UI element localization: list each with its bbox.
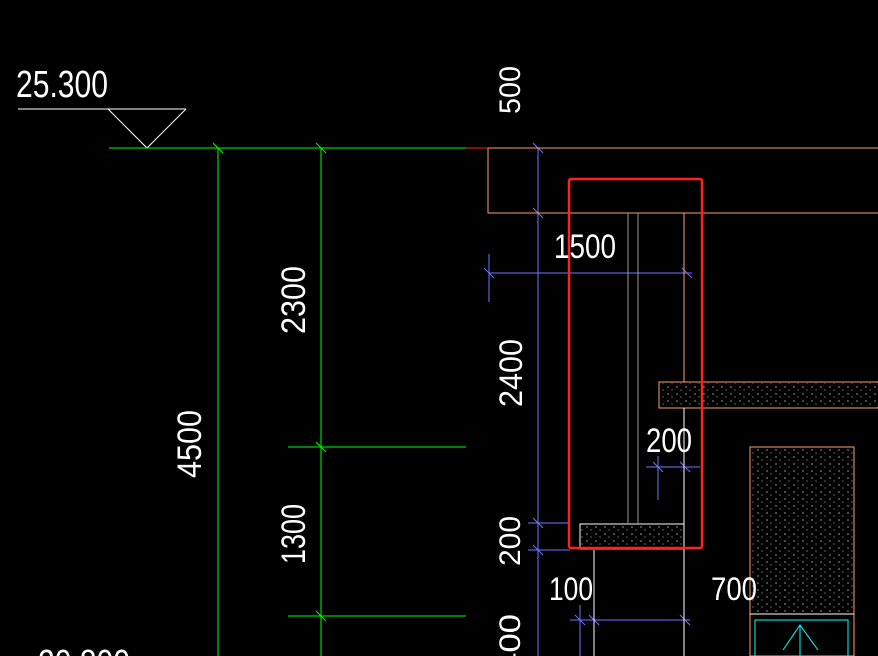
structure-outline [487, 147, 878, 656]
column-hatch [751, 448, 853, 614]
green-dimension-lines [212, 142, 466, 656]
elevation-bottom-label: 20.800 [38, 643, 130, 656]
dim-lower-label: 1300 [275, 504, 313, 564]
dim-wall-label: 200 [646, 422, 692, 460]
dim-slab-label: 200 [494, 516, 527, 566]
beam-hatch-right [660, 383, 878, 407]
dim-right-small-label: 700 [711, 571, 757, 607]
cyan-window-symbol [754, 619, 849, 656]
slab-hatch [579, 523, 685, 550]
dim-top-label: 500 [494, 66, 527, 114]
dim-upper-label: 2300 [275, 266, 313, 334]
wall-lines [593, 213, 854, 656]
elevation-marker-top [18, 108, 187, 149]
dim-left-small-label: 100 [549, 571, 593, 607]
dim-bottom-label: 400 [494, 614, 527, 656]
elevation-top-label: 25.300 [16, 64, 108, 106]
dim-middle-label: 2400 [493, 339, 529, 407]
dim-width-label: 1500 [554, 228, 616, 266]
highlight-box[interactable] [567, 177, 704, 550]
dim-total-label: 4500 [171, 410, 209, 478]
